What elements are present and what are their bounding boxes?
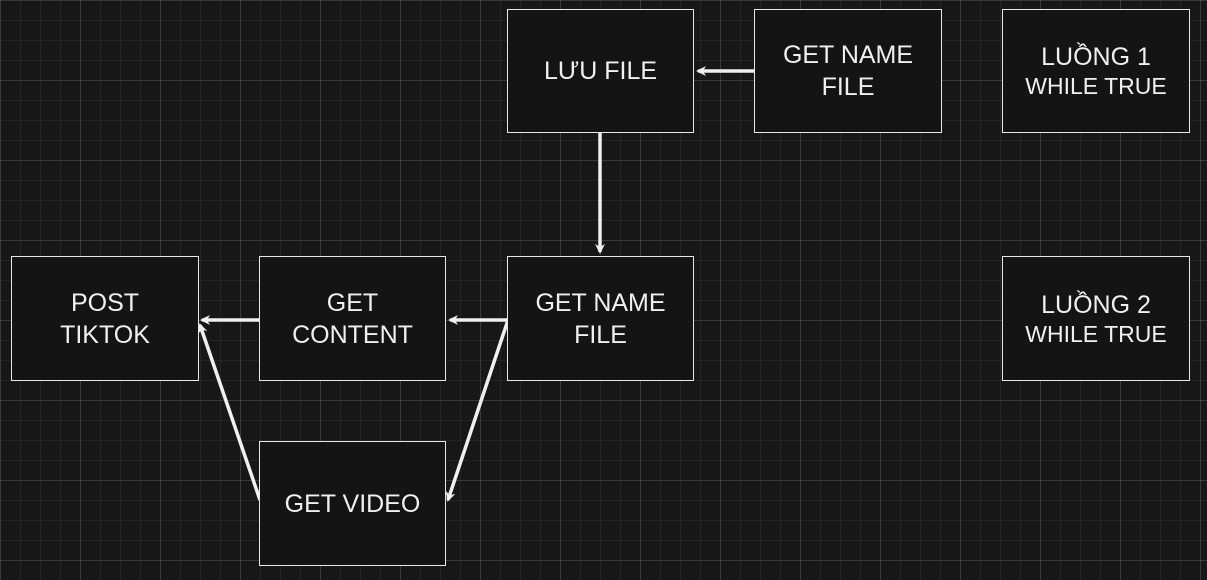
edge-get-video-to-post-tiktok [197, 323, 262, 501]
node-get-name-file-mid-label: GET NAME FILE [535, 288, 666, 349]
node-luong-2-subtitle: WHILE TRUE [1025, 320, 1167, 347]
node-post-tiktok-label: POST TIKTOK [60, 288, 150, 349]
node-luong-1-title: LUỒNG 1 [1041, 43, 1151, 71]
node-luu-file[interactable]: LƯU FILE [507, 9, 694, 133]
node-get-name-file-top[interactable]: GET NAME FILE [754, 9, 942, 133]
node-luong-2-title: LUỒNG 2 [1041, 290, 1151, 319]
node-get-name-file-top-label: GET NAME FILE [782, 41, 914, 101]
node-get-video-label: GET VIDEO [284, 489, 421, 518]
node-luong-1[interactable]: LUỒNG 1 WHILE TRUE [1002, 9, 1190, 133]
edge-get-name-file-mid-to-get-video [445, 319, 510, 502]
node-luu-file-label: LƯU FILE [543, 57, 658, 85]
node-post-tiktok[interactable]: POST TIKTOK [11, 256, 199, 381]
node-get-name-file-mid[interactable]: GET NAME FILE [507, 256, 694, 381]
node-get-video[interactable]: GET VIDEO [259, 441, 446, 566]
node-get-content-label: GET CONTENT [292, 288, 413, 349]
node-get-content[interactable]: GET CONTENT [259, 256, 446, 381]
node-luong-1-subtitle: WHILE TRUE [1025, 73, 1167, 99]
node-luong-2[interactable]: LUỒNG 2 WHILE TRUE [1002, 256, 1190, 381]
